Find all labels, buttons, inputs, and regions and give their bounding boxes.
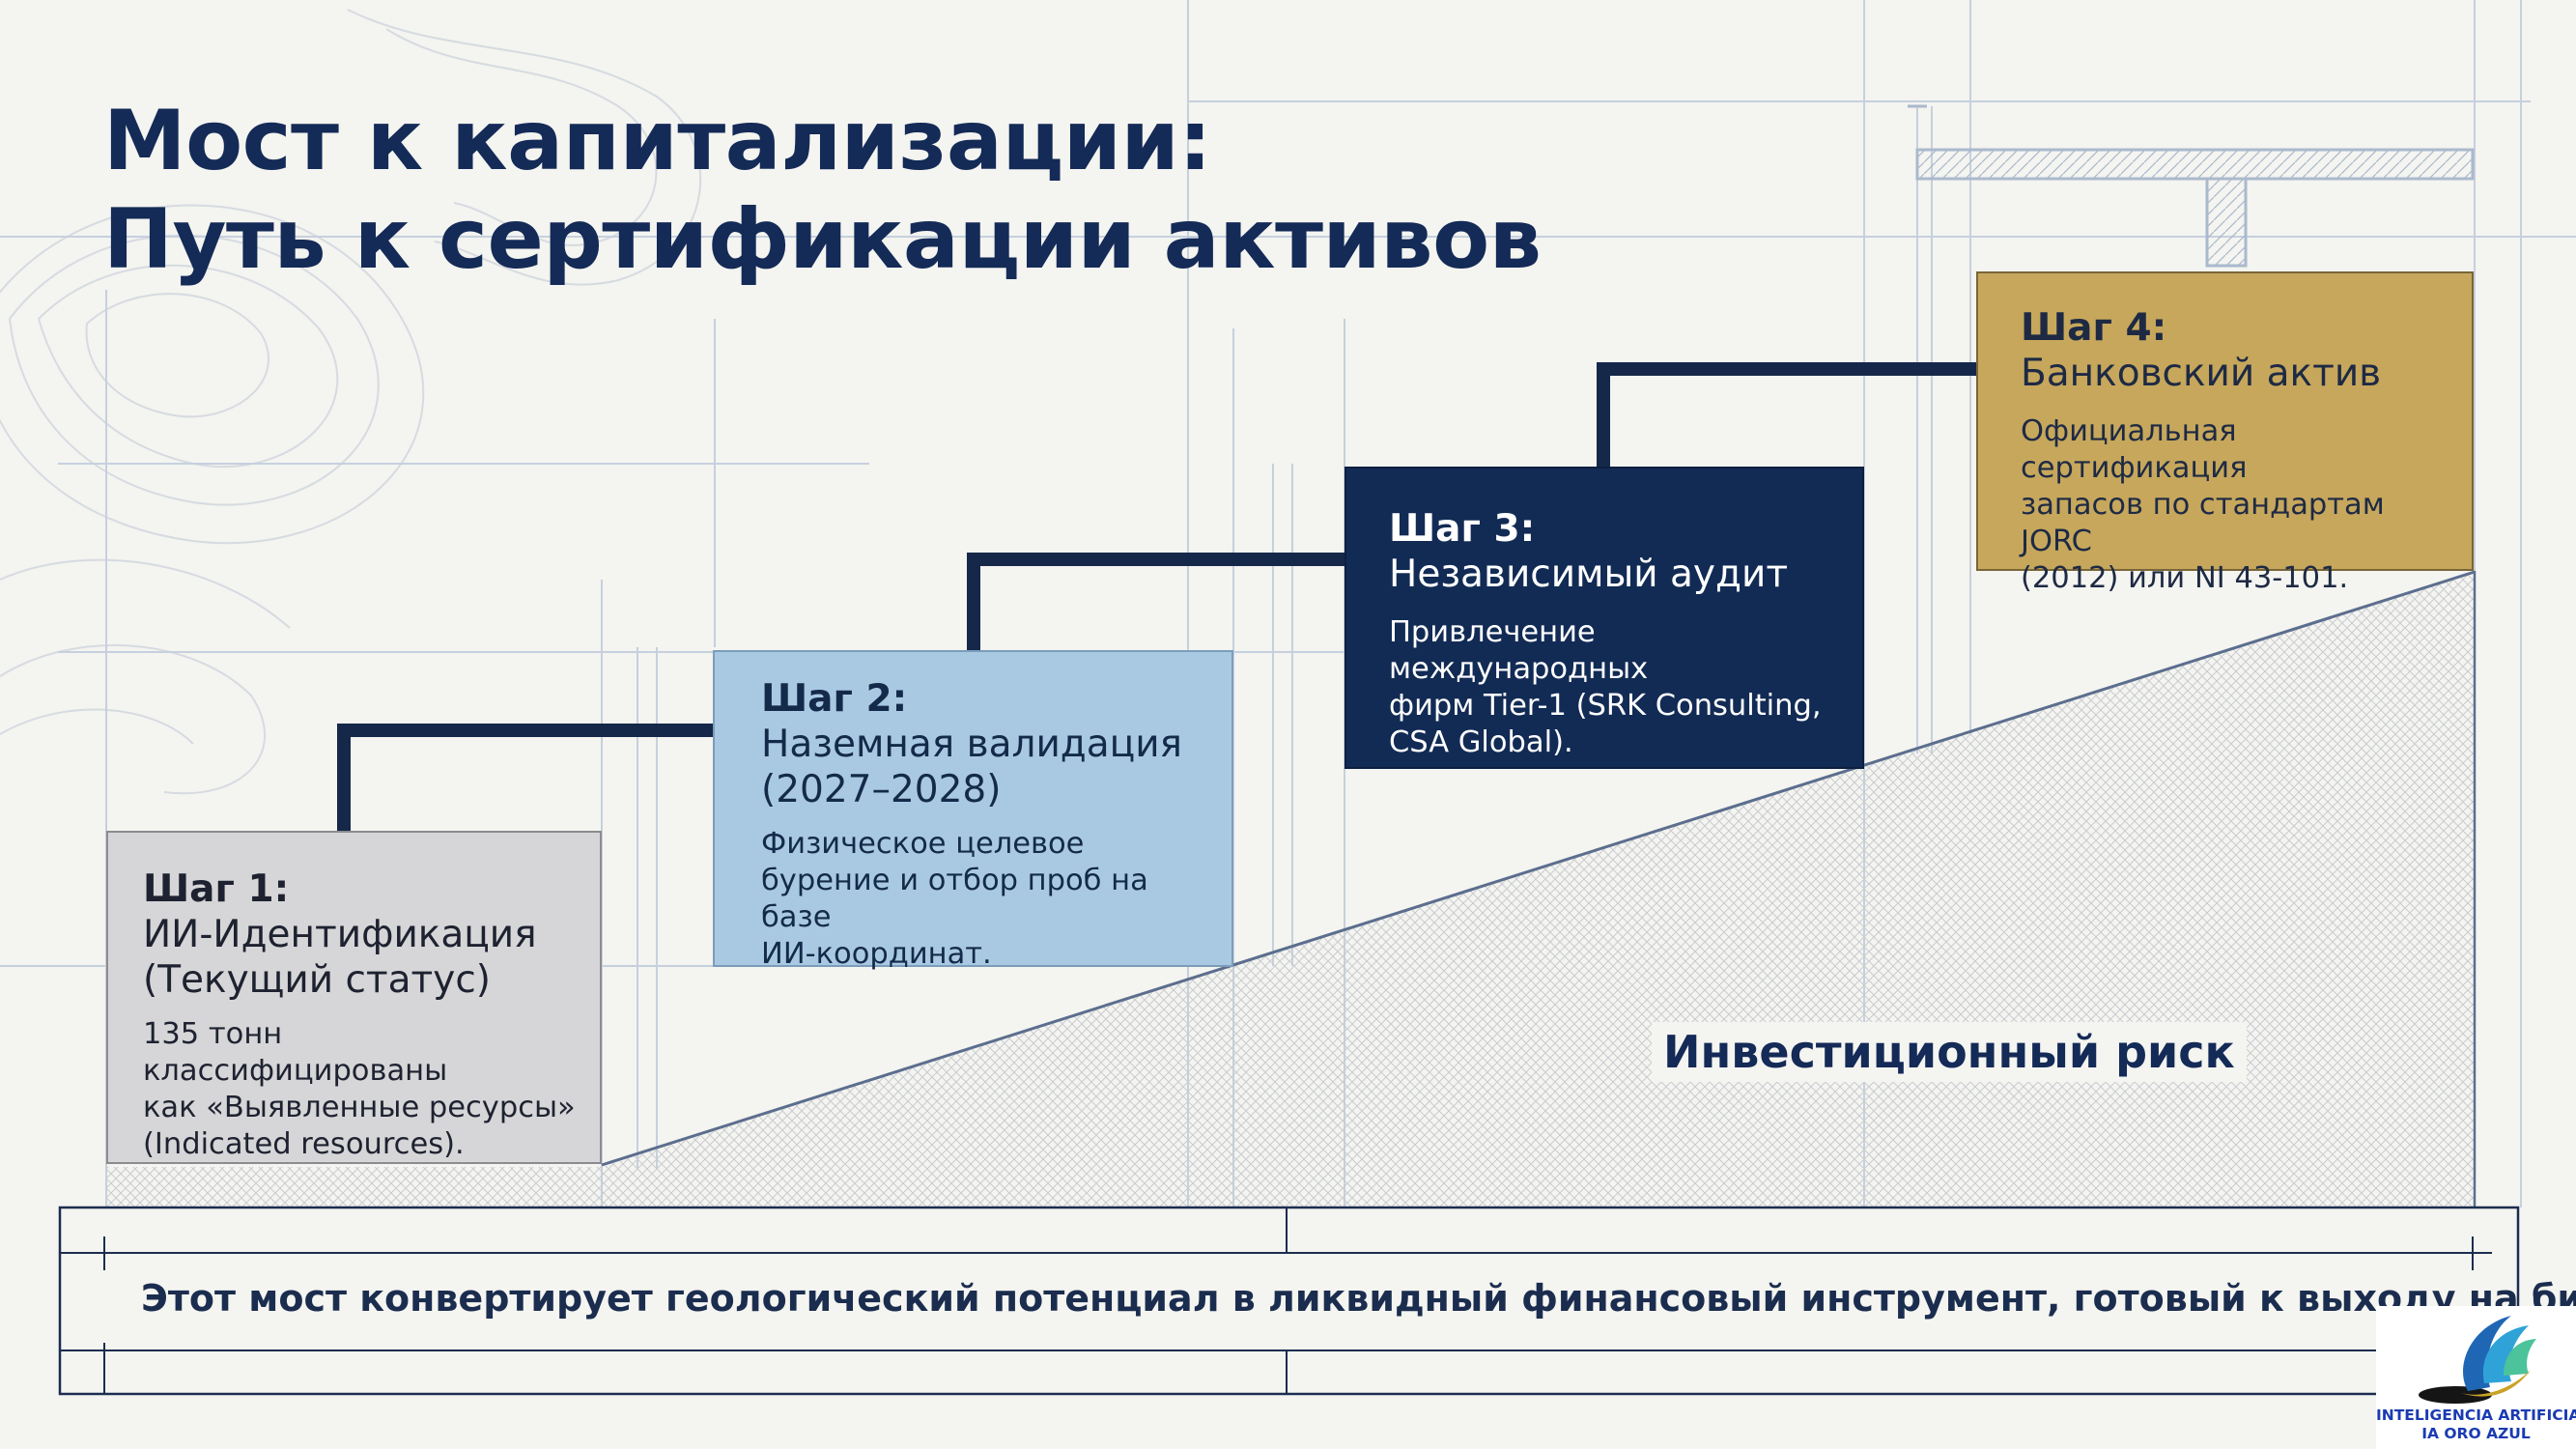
step-3-description: Привлечение международных фирм Tier-1 (S… [1389,615,1822,759]
step-3-name: Независимый аудит [1389,553,1789,596]
step-3-label: Шаг 3: [1389,507,1536,551]
step-connectors [337,362,1976,831]
step-1-name: ИИ-Идентификация (Текущий статус) [143,913,537,1002]
blueprint-beam [1908,104,2475,268]
step-2-label: Шаг 2: [761,677,908,721]
risk-wedge-edge [601,570,2476,1167]
logo-text-line-2: IA ORO AZUL [2421,1425,2531,1442]
logo-text-line-1: INTELIGENCIA ARTIFICIAL [2376,1406,2576,1424]
step-3-card: Шаг 3: Независимый аудит Привлечение меж… [1345,467,1864,769]
step-4-description: Официальная сертификация запасов по стан… [2021,414,2385,595]
step-4-card: Шаг 4: Банковский актив Официальная серт… [1976,271,2474,595]
step-1-card: Шаг 1: ИИ-Идентификация (Текущий статус)… [106,831,602,1164]
step-2-card: Шаг 2: Наземная валидация (2027–2028) Фи… [713,650,1233,971]
bottom-frame [58,1206,2520,1396]
step-4-name: Банковский актив [2021,352,2382,395]
logo: INTELIGENCIA ARTIFICIAL IA ORO AZUL [2376,1306,2576,1449]
step-1-description: 135 тонн классифицированы как «Выявленны… [143,1017,576,1161]
step-4-label: Шаг 4: [2021,306,2167,350]
step-2-name: Наземная валидация (2027–2028) [761,723,1183,811]
step-1-label: Шаг 1: [143,867,290,911]
title-line-1: Мост к капитализации: [103,93,1212,189]
page-title: Мост к капитализации: Путь к сертификаци… [103,92,1542,289]
investment-risk-label: Инвестиционный риск [1652,1022,2247,1082]
footer-statement: Этот мост конвертирует геологический пот… [141,1277,2576,1320]
title-line-2: Путь к сертификации активов [103,191,1542,288]
step-2-description: Физическое целевое бурение и отбор проб … [761,827,1148,971]
logo-swoosh-icon [2419,1316,2536,1404]
